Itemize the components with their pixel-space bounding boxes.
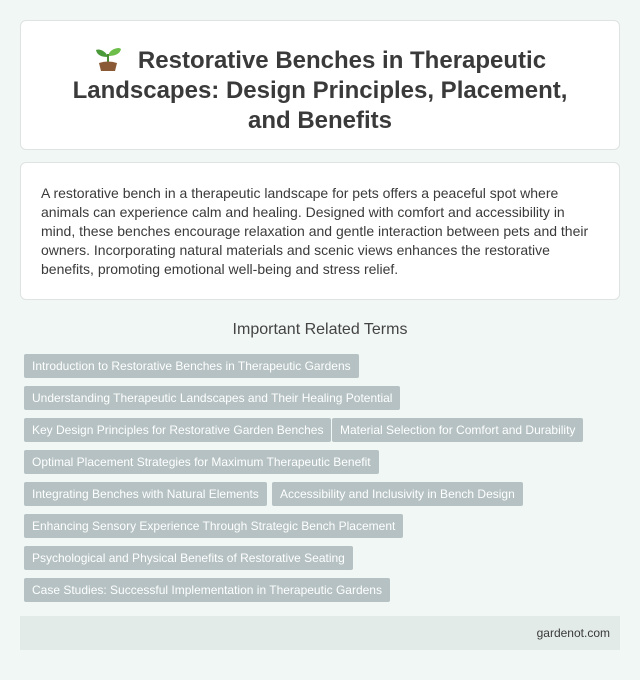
title-card: Restorative Benches in Therapeutic Lands…	[20, 20, 620, 150]
description-card: A restorative bench in a therapeutic lan…	[20, 162, 620, 300]
related-term-tag[interactable]: Material Selection for Comfort and Durab…	[332, 418, 584, 442]
related-term-tag[interactable]: Case Studies: Successful Implementation …	[24, 578, 390, 602]
related-term-tag[interactable]: Enhancing Sensory Experience Through Str…	[24, 514, 404, 538]
related-term-tag[interactable]: Understanding Therapeutic Landscapes and…	[24, 386, 401, 410]
page-title-text: Restorative Benches in Therapeutic Lands…	[72, 47, 568, 134]
related-terms-heading: Important Related Terms	[232, 321, 408, 338]
footer-site-name[interactable]: gardenot.com	[536, 626, 610, 640]
related-term-tag[interactable]: Key Design Principles for Restorative Ga…	[24, 418, 332, 442]
related-term-tag[interactable]: Introduction to Restorative Benches in T…	[24, 354, 359, 378]
sprout-icon	[95, 48, 121, 71]
description-text: A restorative bench in a therapeutic lan…	[41, 185, 589, 277]
related-term-tag[interactable]: Psychological and Physical Benefits of R…	[24, 546, 353, 570]
footer: gardenot.com	[20, 616, 620, 650]
related-term-tag[interactable]: Integrating Benches with Natural Element…	[24, 482, 267, 506]
related-term-tag[interactable]: Accessibility and Inclusivity in Bench D…	[272, 482, 523, 506]
related-term-tag[interactable]: Optimal Placement Strategies for Maximum…	[24, 450, 379, 474]
page-title: Restorative Benches in Therapeutic Lands…	[61, 44, 579, 136]
